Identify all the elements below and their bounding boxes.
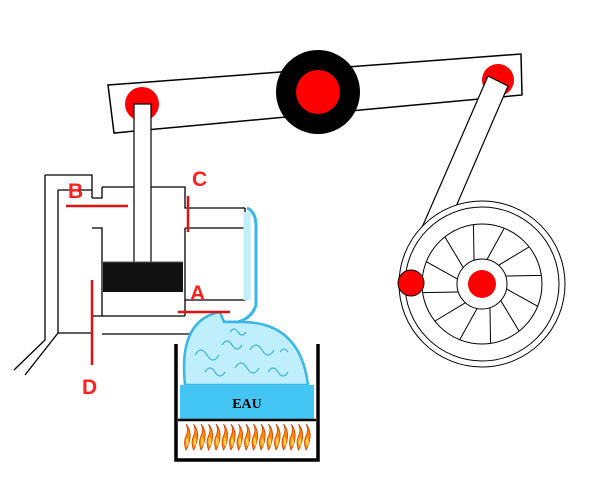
piston <box>103 262 183 292</box>
flywheel-spoke <box>498 246 530 266</box>
flame-core <box>261 437 264 446</box>
flame-core <box>283 437 287 446</box>
flywheel-spoke <box>486 228 505 260</box>
flywheel-spoke <box>434 302 466 322</box>
flywheel-spoke <box>444 236 464 268</box>
valve-label-b: B <box>68 180 83 203</box>
flame-core <box>208 437 212 446</box>
flame-core <box>268 437 272 446</box>
flame-core <box>231 437 234 446</box>
flame <box>281 423 289 451</box>
steam-dome <box>182 310 310 387</box>
flame-core <box>253 437 257 446</box>
flame-core <box>298 437 302 446</box>
flame <box>206 423 214 451</box>
flame <box>199 423 206 451</box>
flywheel-axle <box>468 270 496 298</box>
valve-label-c: C <box>192 168 207 191</box>
flame <box>304 423 311 451</box>
flame-core <box>193 437 197 446</box>
crank-pin <box>397 269 425 297</box>
flywheel-spoke <box>422 291 459 294</box>
boiler: EAU <box>174 310 320 462</box>
flame-core <box>306 437 309 446</box>
flame-core <box>238 437 242 446</box>
valve-label-a: A <box>190 282 205 305</box>
flame <box>259 423 266 451</box>
flywheel-spoke <box>500 300 520 332</box>
flywheel-spoke <box>459 308 478 340</box>
flame-core <box>223 437 227 446</box>
flame <box>184 423 191 451</box>
flame-core <box>276 437 279 446</box>
water-label: EAU <box>232 397 262 412</box>
flywheel-spoke <box>472 224 475 261</box>
flame-core <box>246 437 249 446</box>
flame <box>244 423 251 451</box>
water-level <box>180 385 314 419</box>
flame <box>191 423 199 451</box>
flame <box>289 423 296 451</box>
beam-pivot-center <box>296 70 340 114</box>
valve-marks <box>66 196 230 365</box>
flame <box>229 423 236 451</box>
flame <box>266 423 274 451</box>
flame <box>296 423 304 451</box>
flame <box>236 423 244 451</box>
flame-core <box>201 437 204 446</box>
fire-icon <box>184 423 311 451</box>
flame-core <box>291 437 294 446</box>
flame <box>214 423 221 451</box>
flywheel-icon <box>398 200 566 368</box>
flame <box>274 423 281 451</box>
piston-rod <box>133 103 152 265</box>
valve-label-d: D <box>82 376 97 399</box>
flywheel-spoke <box>426 261 458 280</box>
flame <box>251 423 259 451</box>
flywheel-spoke <box>506 288 538 307</box>
flywheel-spoke <box>489 307 492 344</box>
flame <box>221 423 229 451</box>
flame-core <box>216 437 219 446</box>
flame-core <box>186 437 189 446</box>
steam-pipe <box>206 206 258 324</box>
flywheel-spoke <box>505 274 542 277</box>
